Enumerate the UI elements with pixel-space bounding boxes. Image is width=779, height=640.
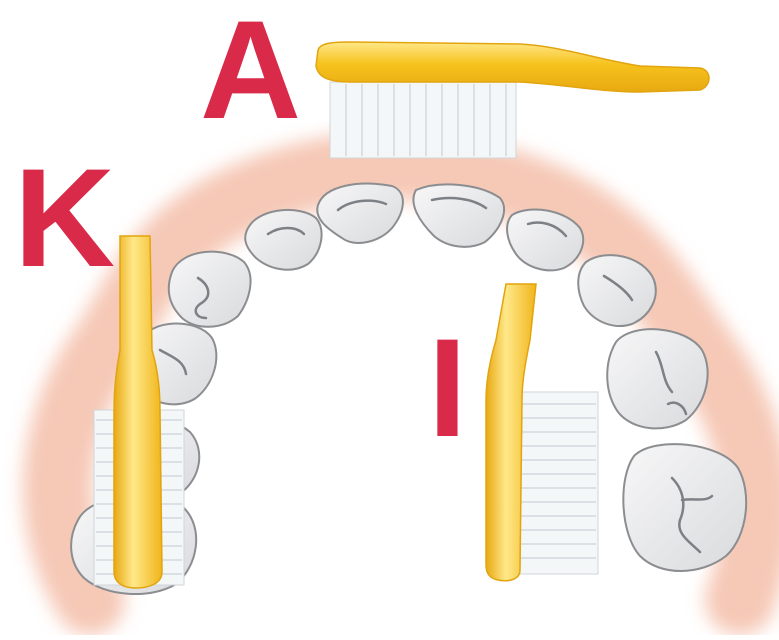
label-buccal: K (14, 148, 115, 288)
toothbrush-icon (486, 284, 598, 581)
tooth-icon (607, 329, 707, 428)
tooth-icon (578, 255, 656, 326)
tooth-icon (317, 184, 403, 243)
label-occlusal: A (200, 0, 301, 140)
tooth-icon (413, 184, 504, 246)
label-lingual: I (428, 318, 467, 458)
tooth-icon (169, 252, 251, 327)
tooth-icon (245, 210, 321, 270)
toothbrush-icon (316, 42, 709, 158)
